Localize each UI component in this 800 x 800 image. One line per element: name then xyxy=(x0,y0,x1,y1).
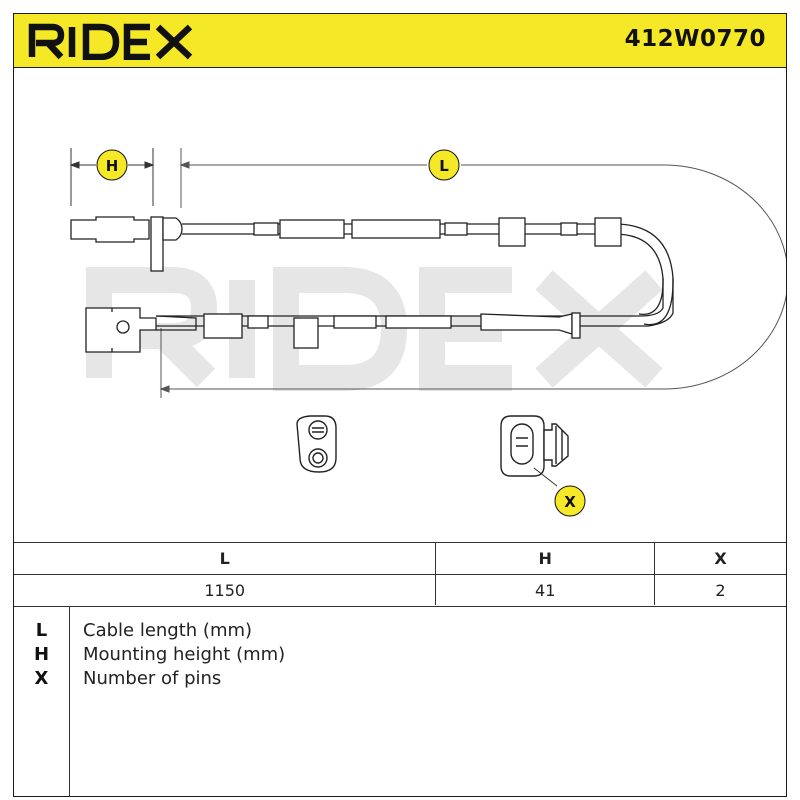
svg-text:L: L xyxy=(439,157,449,175)
part-number: 412W0770 xyxy=(624,26,766,52)
dimension-l xyxy=(159,148,786,398)
legend-key: L xyxy=(35,620,48,641)
value-cable-length: 1150 xyxy=(14,574,436,605)
header-l: L xyxy=(14,542,436,575)
spec-table: L H X 1150 41 2 xyxy=(14,542,786,605)
legend-text: Mounting height (mm) xyxy=(83,644,286,665)
wheel-speed-sensor-cable-icon xyxy=(70,216,674,353)
sensor-head-end-view-icon xyxy=(296,415,337,473)
legend: L Cable length (mm) H Mounting height (m… xyxy=(14,606,786,797)
legend-divider xyxy=(69,607,70,797)
spec-table-header-row: L H X xyxy=(14,542,786,575)
connector-end-view-icon xyxy=(500,415,569,487)
legend-text: Cable length (mm) xyxy=(83,620,253,641)
svg-text:H: H xyxy=(106,157,119,175)
dimension-h xyxy=(69,148,155,206)
spec-table-value-row: 1150 41 2 xyxy=(14,574,786,605)
legend-item: X Number of pins xyxy=(14,668,786,692)
technical-drawing: H L xyxy=(69,148,786,517)
header-h: H xyxy=(435,542,655,575)
ridex-logo xyxy=(28,23,193,60)
header-bar: 412W0770 xyxy=(14,14,786,68)
legend-item: H Mounting height (mm) xyxy=(14,644,786,668)
value-mounting-height: 41 xyxy=(435,574,655,605)
callout-l: L xyxy=(428,149,460,181)
callout-h: H xyxy=(96,149,128,181)
value-pin-count: 2 xyxy=(654,574,786,605)
legend-key: H xyxy=(33,644,50,665)
header-x: X xyxy=(654,542,786,575)
svg-text:X: X xyxy=(564,493,576,511)
legend-key: X xyxy=(34,668,49,689)
legend-item: L Cable length (mm) xyxy=(14,620,786,644)
callout-x: X xyxy=(554,485,586,517)
spec-sheet: 412W0770 H xyxy=(13,13,787,797)
legend-text: Number of pins xyxy=(83,668,222,689)
